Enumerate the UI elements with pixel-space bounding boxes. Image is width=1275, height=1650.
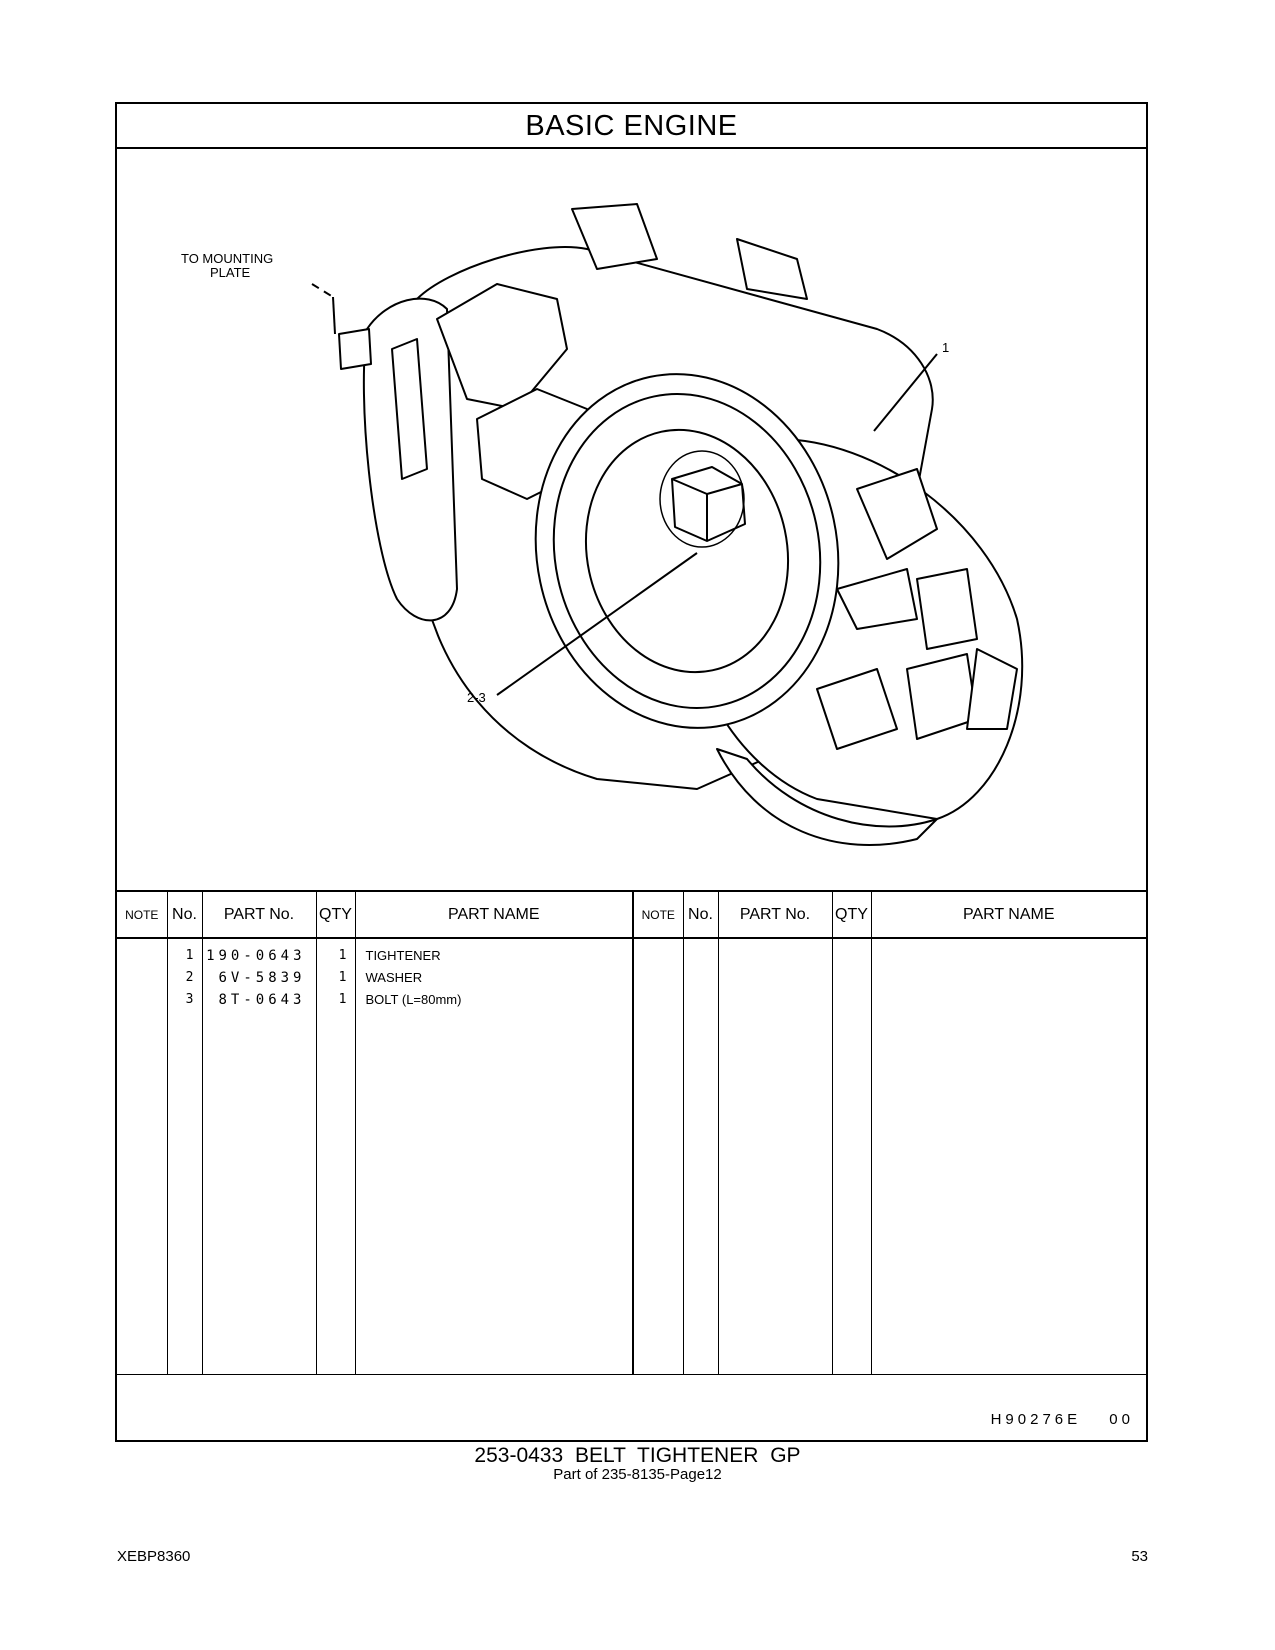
header-qty-left: QTY (315, 890, 356, 939)
mounting-label-line2: PLATE (210, 265, 251, 280)
part-no-column-right (717, 938, 833, 1375)
header-part-no-right: PART No. (717, 890, 833, 939)
row-no: 2 (185, 970, 194, 985)
document-id: XEBP8360 (117, 1548, 191, 1565)
note-column-left (117, 938, 168, 1375)
row-no: 1 (185, 948, 194, 963)
group-title: 253-0433 BELT TIGHTENER GP (474, 1444, 801, 1467)
callout-2-3: 2-3 (467, 690, 486, 705)
header-qty-right: QTY (831, 890, 872, 939)
part-name-column: TIGHTENER WASHER BOLT (L=80mm) (354, 938, 634, 1375)
header-note-left: NOTE (117, 890, 168, 939)
row-qty: 1 (338, 948, 347, 963)
parts-table: NOTE No. PART No. QTY PART NAME NOTE No.… (117, 890, 1146, 1375)
page-number: 53 (1131, 1548, 1148, 1565)
row-part-name: WASHER (365, 970, 423, 985)
section-title: BASIC ENGINE (117, 104, 1146, 149)
header-part-name-right: PART NAME (870, 890, 1146, 939)
mounting-label-line1: TO MOUNTING (181, 251, 273, 266)
row-qty: 1 (338, 992, 347, 1007)
row-part-no: 8T-0643 (218, 992, 306, 1008)
group-subtitle: Part of 235-8135-Page12 (553, 1466, 722, 1483)
mounting-stud (338, 328, 372, 370)
no-column-right (682, 938, 719, 1375)
part-no-column: 190-0643 6V-5839 8T-0643 (201, 938, 317, 1375)
callout-1: 1 (942, 340, 949, 355)
table-body-row: 1 2 3 190-0643 6V-5839 8T-0643 1 1 (117, 938, 1146, 1375)
illustration-code: H90276E 00 (990, 1411, 1134, 1428)
row-no: 3 (185, 992, 194, 1007)
row-part-no: 190-0643 (206, 948, 306, 964)
qty-column-right (831, 938, 872, 1375)
row-part-name: TIGHTENER (365, 948, 441, 963)
header-note-right: NOTE (632, 890, 684, 939)
header-part-no-left: PART No. (201, 890, 317, 939)
note-column-right (632, 938, 684, 1375)
part-name-column-right (870, 938, 1146, 1375)
header-part-name-left: PART NAME (354, 890, 634, 939)
qty-column: 1 1 1 (315, 938, 356, 1375)
row-part-no: 6V-5839 (218, 970, 306, 986)
parts-page-frame: BASIC ENGINE (115, 102, 1148, 1442)
header-no-right: No. (682, 890, 719, 939)
header-no-left: No. (166, 890, 203, 939)
row-part-name: BOLT (L=80mm) (365, 992, 462, 1007)
table-header-row: NOTE No. PART No. QTY PART NAME NOTE No.… (117, 890, 1146, 939)
bolt-hex-head (671, 466, 746, 542)
no-column: 1 2 3 (166, 938, 203, 1375)
row-qty: 1 (338, 970, 347, 985)
belt-tightener-illustration: TO MOUNTING PLATE 1 2-3 (117, 149, 1146, 892)
